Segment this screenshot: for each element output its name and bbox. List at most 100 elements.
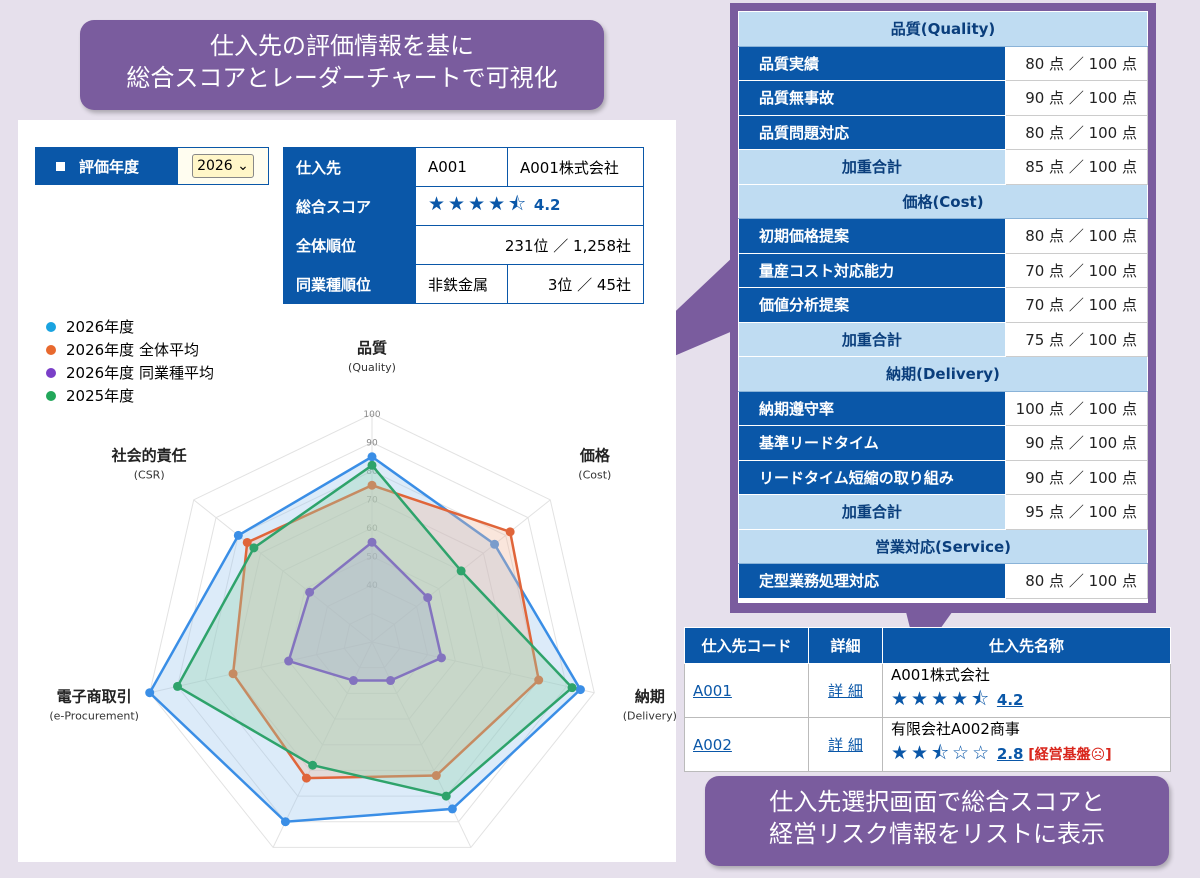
star-rating-icon: ★★★★⯪: [891, 688, 993, 710]
legend-item: 2026年度: [46, 316, 214, 339]
data-point: [367, 460, 377, 470]
axis-label: 社会的責任: [111, 446, 187, 464]
criterion-score: 70 点 ／ 100 点: [1004, 252, 1148, 288]
criterion-label: 量産コスト対応能力: [738, 252, 1006, 288]
legend-item: 2026年度 同業種平均: [46, 362, 214, 385]
year-select[interactable]: 2026 ⌄: [192, 154, 254, 178]
criterion-score: 90 点 ／ 100 点: [1004, 459, 1148, 495]
radar-chart: 405060708090100品質(Quality)価格(Cost)納期(Del…: [49, 339, 676, 848]
detail-link[interactable]: 詳 細: [828, 682, 863, 700]
criterion-label: 品質実績: [738, 45, 1006, 81]
axis-sublabel: (Delivery): [623, 709, 676, 722]
supplier-name: A001株式会社: [507, 147, 644, 187]
ring-label: 60: [366, 524, 378, 534]
grid-spoke: [371, 641, 472, 848]
ring-label: 70: [366, 496, 378, 506]
supplier-code-link[interactable]: A001: [693, 681, 732, 700]
data-point: [431, 771, 441, 781]
callout-visualize: 仕入先の評価情報を基に 総合スコアとレーダーチャートで可視化: [80, 20, 604, 110]
star-rating-icon: ★★★★⯪: [428, 193, 530, 215]
criterion-score: 90 点 ／ 100 点: [1004, 80, 1148, 116]
grid-ring: [288, 555, 456, 720]
axis-sublabel: (Quality): [348, 361, 396, 374]
square-icon: [56, 161, 65, 171]
data-point: [456, 566, 466, 576]
grid-spoke: [272, 641, 373, 848]
criterion-label: 納期遵守率: [738, 390, 1006, 426]
criterion-score: 100 点 ／ 100 点: [1004, 390, 1148, 426]
weighted-sum-score: 75 点 ／ 100 点: [1004, 321, 1148, 357]
sort-by-name-link[interactable]: 仕入先名称: [988, 637, 1064, 655]
series-area: [287, 540, 443, 682]
data-point: [423, 593, 433, 603]
ring-label: 40: [366, 581, 378, 591]
data-point: [242, 537, 252, 547]
axis-label: 価格: [579, 446, 611, 464]
section-header: 価格(Cost): [738, 183, 1148, 219]
series-area: [175, 463, 574, 798]
grid-spoke: [149, 641, 373, 694]
grid-ring: [315, 584, 429, 694]
data-point: [367, 480, 377, 490]
criterion-score: 80 点 ／ 100 点: [1004, 45, 1148, 81]
sort-by-code-link[interactable]: 仕入先コード: [701, 637, 792, 655]
score-link[interactable]: 4.2: [996, 691, 1024, 709]
data-point: [367, 452, 377, 462]
grid-spoke: [193, 499, 373, 643]
score-value: 4.2: [533, 196, 561, 214]
weighted-sum-label: 加重合計: [738, 149, 1006, 185]
axis-sublabel: (Cost): [578, 468, 611, 481]
grid-ring: [176, 441, 568, 823]
chevron-down-icon: ⌄: [237, 158, 249, 174]
legend-item: 2026年度 全体平均: [46, 339, 214, 362]
legend-dot-icon: [46, 322, 56, 332]
criterion-label: 品質問題対応: [738, 114, 1006, 150]
grid-ring: [149, 413, 595, 848]
industry-name: 非鉄金属: [415, 264, 508, 304]
callout-line-1: 仕入先の評価情報を基に: [210, 32, 474, 60]
data-point: [233, 530, 243, 540]
data-point: [348, 676, 358, 686]
data-point: [284, 656, 294, 666]
data-point: [249, 543, 259, 553]
grid-ring: [232, 498, 512, 771]
year-selector-box: 評価年度 2026 ⌄: [35, 147, 269, 185]
callout-line-1: 仕入先選択画面で総合スコアと: [769, 788, 1105, 816]
axis-label: 納期: [635, 687, 665, 705]
total-score: ★★★★⯪ 4.2: [415, 186, 644, 226]
overall-rank: 231位 ／ 1,258社: [415, 225, 644, 265]
criterion-label: 定型業務処理対応: [738, 563, 1006, 599]
data-point: [505, 527, 515, 537]
table-row: A001 詳 細 A001株式会社 ★★★★⯪ 4.2: [684, 663, 1171, 718]
weighted-sum-label: 加重合計: [738, 494, 1006, 530]
data-point: [447, 804, 457, 814]
axis-sublabel: (CSR): [134, 468, 165, 481]
legend-dot-icon: [46, 391, 56, 401]
grid-ring: [343, 612, 401, 669]
table-row: A002 詳 細 有限会社A002商事 ★★⯪☆☆ 2.8 [経営基盤☹]: [684, 717, 1171, 772]
overall-rank-header: 全体順位: [283, 225, 416, 265]
industry-rank-header: 同業種順位: [283, 264, 416, 304]
criterion-label: 初期価格提案: [738, 218, 1006, 254]
data-point: [436, 653, 446, 663]
score-link[interactable]: 2.8: [996, 745, 1024, 763]
data-point: [145, 688, 155, 698]
detail-header: 詳細: [808, 627, 883, 664]
supplier-header: 仕入先: [283, 147, 416, 187]
detail-link[interactable]: 詳 細: [828, 736, 863, 754]
supplier-code-link[interactable]: A002: [693, 735, 732, 754]
year-label: 評価年度: [79, 157, 140, 176]
ring-label: 90: [366, 439, 378, 449]
weighted-sum-score: 95 点 ／ 100 点: [1004, 494, 1148, 530]
data-point: [305, 587, 315, 597]
legend-dot-icon: [46, 368, 56, 378]
